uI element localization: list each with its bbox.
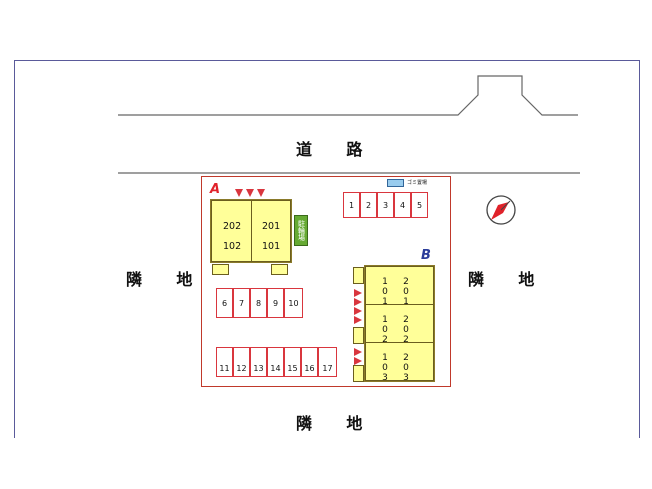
building-b-unit: 201 101 [365, 266, 434, 307]
parking-spot: 14 [267, 347, 284, 377]
frame-gap [15, 436, 639, 439]
entrance-triangle-icon [354, 357, 362, 365]
bicycle-parking: 駐輪場 [294, 215, 308, 246]
road-upper-edge [118, 75, 578, 116]
building-b-balcony [353, 327, 364, 344]
garbage-box-icon [387, 179, 404, 187]
parking-spot: 10 [284, 288, 303, 318]
garbage-label: ゴミ置場 [407, 180, 428, 186]
building-a: 202 102 201 101 [210, 199, 292, 263]
unit-number: 202 [223, 221, 242, 232]
unit-number: 101 [380, 277, 390, 307]
building-a-label: A [210, 182, 221, 197]
unit-number: 102 [380, 315, 390, 345]
building-b-balcony [353, 365, 364, 382]
parking-spot: 2 [360, 192, 377, 218]
parking-spot: 11 [216, 347, 233, 377]
parking-spot: 4 [394, 192, 411, 218]
parking-spot: 16 [301, 347, 318, 377]
parking-spot: 12 [233, 347, 250, 377]
building-b: 201 101 202 102 203 103 [364, 265, 435, 383]
building-b-unit: 203 103 [365, 342, 434, 383]
parking-spot: 17 [318, 347, 337, 377]
entrance-triangle-icon [257, 189, 265, 197]
building-a-unit-right: 201 101 [251, 200, 291, 262]
unit-number: 201 [401, 277, 411, 307]
unit-number: 203 [401, 353, 411, 383]
neighbor-left-label: 隣 地 [126, 270, 207, 289]
building-a-balcony [271, 264, 288, 275]
building-a-balcony [212, 264, 229, 275]
building-b-balcony [353, 267, 364, 284]
parking-spot: 8 [250, 288, 267, 318]
entrance-triangle-icon [354, 348, 362, 356]
unit-number: 101 [262, 241, 281, 252]
unit-number: 201 [262, 221, 281, 232]
site-lot: A 202 102 201 101 駐輪場 ゴミ置場 1 2 3 4 5 6 7… [201, 176, 451, 387]
building-b-label: B [421, 248, 431, 263]
parking-spot: 5 [411, 192, 428, 218]
entrance-triangle-icon [246, 189, 254, 197]
entrance-triangle-icon [354, 298, 362, 306]
entrance-triangle-icon [354, 307, 362, 315]
entrance-triangle-icon [235, 189, 243, 197]
neighbor-right-label: 隣 地 [468, 270, 549, 289]
neighbor-bottom-label: 隣 地 [296, 414, 377, 433]
parking-spot: 3 [377, 192, 394, 218]
parking-spot: 9 [267, 288, 284, 318]
road-label: 道 路 [296, 140, 377, 159]
unit-number: 103 [380, 353, 390, 383]
parking-spot: 13 [250, 347, 267, 377]
compass-icon [486, 195, 516, 225]
parking-spot: 1 [343, 192, 360, 218]
unit-number: 202 [401, 315, 411, 345]
parking-spot: 6 [216, 288, 233, 318]
entrance-triangle-icon [354, 316, 362, 324]
parking-spot: 15 [284, 347, 301, 377]
parking-spot: 7 [233, 288, 250, 318]
building-b-unit: 202 102 [365, 304, 434, 345]
building-a-unit-left: 202 102 [211, 200, 252, 262]
unit-number: 102 [223, 241, 242, 252]
entrance-triangle-icon [354, 289, 362, 297]
